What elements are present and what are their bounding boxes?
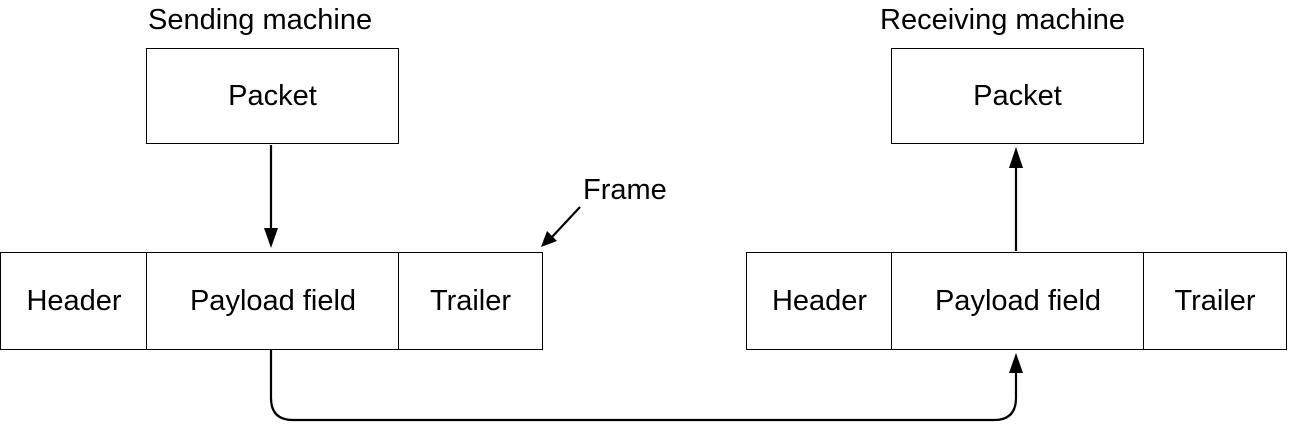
sender-down-arrowhead <box>264 228 278 248</box>
receiver-trailer-field: Trailer <box>1174 284 1256 317</box>
transfer-arrowhead <box>1009 353 1023 373</box>
sender-header-field: Header <box>26 284 122 317</box>
receiver-frame-divider-1 <box>891 253 892 349</box>
receiver-frame-divider-2 <box>1143 253 1144 349</box>
sender-packet-box: Packet <box>146 48 399 144</box>
receiver-payload-field: Payload field <box>934 284 1102 317</box>
receiving-machine-title: Receiving machine <box>880 4 1126 36</box>
receiver-header-field: Header <box>771 284 868 317</box>
sender-payload-field: Payload field <box>189 284 357 317</box>
transfer-path-line <box>269 350 1018 422</box>
frame-callout-line <box>551 206 581 238</box>
sender-frame: Header Payload field Trailer <box>0 252 543 350</box>
receiver-packet-label: Packet <box>973 79 1062 112</box>
receiver-frame: Header Payload field Trailer <box>746 252 1287 350</box>
receiver-up-arrowhead <box>1009 147 1023 168</box>
sender-packet-label: Packet <box>228 79 317 112</box>
receiver-packet-box: Packet <box>891 48 1144 144</box>
frame-callout-label: Frame <box>583 174 667 206</box>
sender-trailer-field: Trailer <box>429 284 512 317</box>
sending-machine-title: Sending machine <box>148 4 373 36</box>
frame-callout-arrowhead <box>541 231 557 247</box>
sender-frame-divider-1 <box>146 253 147 349</box>
sender-frame-divider-2 <box>398 253 399 349</box>
